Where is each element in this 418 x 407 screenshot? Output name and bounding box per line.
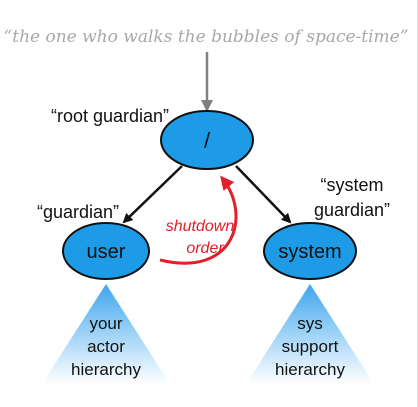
- user-hierarchy-triangle: [42, 284, 170, 384]
- user-guardian-node: [62, 222, 150, 280]
- user-hierarchy-line3: hierarchy: [71, 360, 141, 379]
- root-to-user-arrow: [122, 165, 183, 224]
- root-guardian-label: “root guardian”: [51, 106, 169, 126]
- user-hierarchy-line1: your: [89, 314, 122, 333]
- root-guardian-node: [160, 110, 254, 170]
- caption-quote: “the one who walks the bubbles of space-…: [4, 27, 409, 47]
- root-to-system-arrow: [235, 165, 292, 224]
- system-node-label: system: [278, 241, 341, 263]
- system-guardian-label-line1: “system: [321, 175, 384, 195]
- system-hierarchy-triangle: [246, 284, 374, 384]
- shutdown-order-line2: order: [186, 240, 224, 257]
- system-hierarchy-line2: support: [282, 337, 339, 356]
- system-hierarchy-line1: sys: [297, 314, 323, 333]
- system-guardian-node: [263, 222, 357, 280]
- system-guardian-label-line2: guardian”: [314, 200, 390, 220]
- system-hierarchy-line3: hierarchy: [275, 360, 345, 379]
- shutdown-order-line1: shutdown: [166, 218, 235, 235]
- user-hierarchy-line2: actor: [87, 337, 125, 356]
- shutdown-order-arrow: [159, 175, 238, 265]
- root-node-symbol: /: [204, 128, 211, 153]
- user-node-label: user: [87, 241, 126, 263]
- user-guardian-label: “guardian”: [37, 202, 119, 222]
